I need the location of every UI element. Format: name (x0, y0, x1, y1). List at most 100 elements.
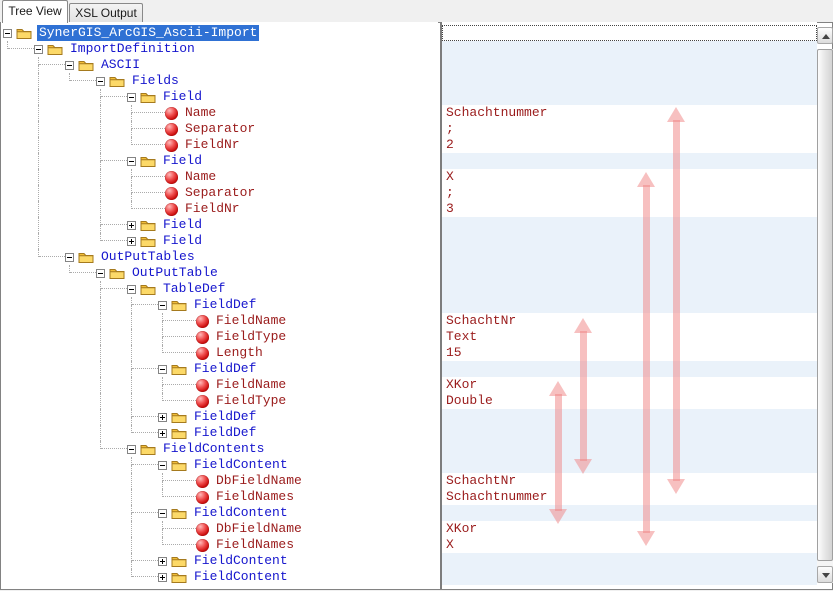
tree-node-label[interactable]: OutPutTables (101, 249, 195, 264)
tree-row[interactable]: FieldType (1, 329, 438, 345)
value-row[interactable] (442, 553, 817, 569)
value-row[interactable] (442, 73, 817, 89)
tree-node-label[interactable]: Field (163, 233, 203, 248)
tree-row[interactable]: Field (1, 89, 438, 105)
tree-node-label[interactable]: OutPutTable (132, 265, 218, 280)
tree-row[interactable]: FieldNames (1, 489, 438, 505)
value-row[interactable]: X (442, 169, 817, 185)
tree-row[interactable]: TableDef (1, 281, 438, 297)
scroll-down-button[interactable] (817, 566, 833, 583)
value-row[interactable] (442, 457, 817, 473)
tree-row[interactable]: Fields (1, 73, 438, 89)
tree-row[interactable]: OutPutTables (1, 249, 438, 265)
tree-row[interactable]: FieldContent (1, 553, 438, 569)
tree-row[interactable]: Name (1, 105, 438, 121)
tree-row[interactable]: DbFieldName (1, 521, 438, 537)
tree-node-label[interactable]: DbFieldName (216, 521, 302, 536)
tree-row[interactable]: Length (1, 345, 438, 361)
tree-row[interactable]: Name (1, 169, 438, 185)
tree-node-label[interactable]: FieldDef (194, 297, 257, 312)
expand-plus-toggle[interactable] (158, 429, 167, 438)
value-row[interactable] (442, 409, 817, 425)
value-row[interactable]: XKor (442, 521, 817, 537)
expand-plus-toggle[interactable] (158, 413, 167, 422)
tree-node-label[interactable]: SynerGIS_ArcGIS_Ascii-Import (37, 25, 260, 41)
collapse-minus-toggle[interactable] (127, 285, 136, 294)
tree-row[interactable]: FieldContent (1, 569, 438, 585)
collapse-minus-toggle[interactable] (158, 509, 167, 518)
tree-node-label[interactable]: FieldDef (194, 409, 257, 424)
tree-row[interactable]: Field (1, 153, 438, 169)
value-row[interactable]: Schachtnummer (442, 105, 817, 121)
tree-node-label[interactable]: DbFieldName (216, 473, 302, 488)
tree-row[interactable]: FieldContent (1, 457, 438, 473)
tree-row[interactable]: DbFieldName (1, 473, 438, 489)
value-row[interactable]: 2 (442, 137, 817, 153)
tree-node-label[interactable]: Separator (185, 185, 256, 200)
tree-node-label[interactable]: Field (163, 217, 203, 232)
value-row[interactable] (442, 505, 817, 521)
collapse-minus-toggle[interactable] (158, 461, 167, 470)
collapse-minus-toggle[interactable] (96, 269, 105, 278)
tree-node-label[interactable]: FieldDef (194, 425, 257, 440)
tree-node-label[interactable]: Fields (132, 73, 179, 88)
tree-node-label[interactable]: FieldNr (185, 201, 240, 216)
scroll-up-button[interactable] (817, 27, 833, 44)
collapse-minus-toggle[interactable] (96, 77, 105, 86)
tree-node-label[interactable]: FieldContent (194, 569, 288, 584)
tree-row[interactable]: SynerGIS_ArcGIS_Ascii-Import (1, 25, 438, 41)
value-row[interactable]: X (442, 537, 817, 553)
collapse-minus-toggle[interactable] (127, 93, 136, 102)
expand-plus-toggle[interactable] (158, 557, 167, 566)
value-row[interactable] (442, 89, 817, 105)
tree-row[interactable]: FieldNr (1, 137, 438, 153)
value-row[interactable]: SchachtNr (442, 313, 817, 329)
tree-node-label[interactable]: FieldType (216, 393, 287, 408)
value-row[interactable] (442, 233, 817, 249)
value-row[interactable] (442, 249, 817, 265)
tree-node-label[interactable]: FieldContent (194, 505, 288, 520)
collapse-minus-toggle[interactable] (65, 253, 74, 262)
value-row[interactable] (442, 425, 817, 441)
tree-node-label[interactable]: FieldContents (163, 441, 265, 456)
collapse-minus-toggle[interactable] (65, 61, 74, 70)
xsl-output-tab[interactable]: XSL Output (69, 3, 143, 22)
tree-row[interactable]: FieldDef (1, 297, 438, 313)
tree-row[interactable]: FieldContent (1, 505, 438, 521)
tree-row[interactable]: FieldDef (1, 409, 438, 425)
collapse-minus-toggle[interactable] (3, 29, 12, 38)
tree-node-label[interactable]: ASCII (101, 57, 141, 72)
tree-node-label[interactable]: Separator (185, 121, 256, 136)
tree-node-label[interactable]: FieldName (216, 377, 287, 392)
value-row[interactable] (442, 57, 817, 73)
tree-node-label[interactable]: FieldNr (185, 137, 240, 152)
value-row[interactable] (442, 41, 817, 57)
tree-view-tab[interactable]: Tree View (2, 0, 68, 23)
value-row[interactable]: Text (442, 329, 817, 345)
tree-node-label[interactable]: FieldName (216, 313, 287, 328)
value-focus-row[interactable] (442, 25, 817, 41)
tree-node-label[interactable]: Length (216, 345, 263, 360)
tree-node-label[interactable]: Name (185, 169, 217, 184)
tree-node-label[interactable]: FieldContent (194, 553, 288, 568)
tree-row[interactable]: FieldDef (1, 361, 438, 377)
value-row[interactable]: Schachtnummer (442, 489, 817, 505)
value-row[interactable]: Double (442, 393, 817, 409)
tree-row[interactable]: Field (1, 217, 438, 233)
expand-plus-toggle[interactable] (127, 221, 136, 230)
value-row[interactable] (442, 441, 817, 457)
vertical-scrollbar[interactable] (817, 27, 833, 583)
tree-node-label[interactable]: FieldNames (216, 537, 295, 552)
expand-plus-toggle[interactable] (127, 237, 136, 246)
tree-node-label[interactable]: Name (185, 105, 217, 120)
tree-node-label[interactable]: FieldType (216, 329, 287, 344)
value-row[interactable] (442, 153, 817, 169)
tree-node-label[interactable]: TableDef (163, 281, 226, 296)
tree-row[interactable]: Separator (1, 121, 438, 137)
value-row[interactable] (442, 361, 817, 377)
tree-row[interactable]: ASCII (1, 57, 438, 73)
value-row[interactable] (442, 281, 817, 297)
value-row[interactable] (442, 297, 817, 313)
value-row[interactable]: 3 (442, 201, 817, 217)
